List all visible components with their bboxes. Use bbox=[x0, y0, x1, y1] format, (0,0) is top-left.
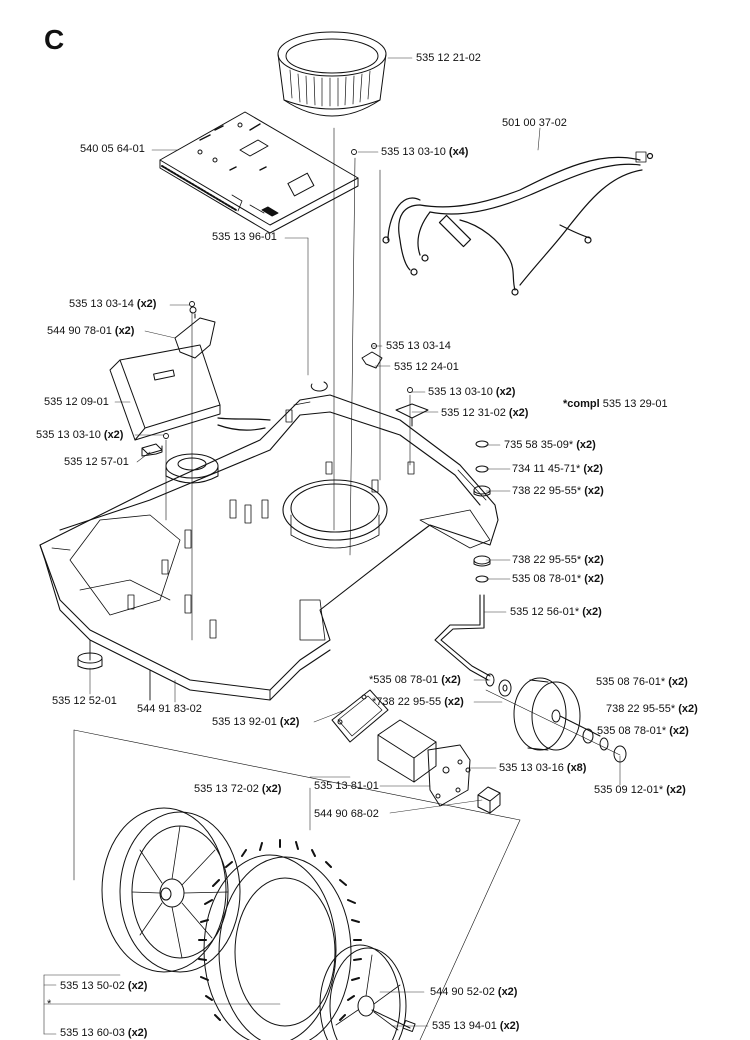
part-label: 544 90 68-02 bbox=[314, 808, 379, 820]
part-label: 535 13 03-10 (x2) bbox=[36, 429, 124, 441]
part-label: 535 13 92-01 (x2) bbox=[212, 716, 300, 728]
part-label: 535 12 31-02 (x2) bbox=[441, 407, 529, 419]
part-label: 535 08 76-01* (x2) bbox=[596, 676, 688, 688]
part-label: 544 90 78-01 (x2) bbox=[47, 325, 135, 337]
front-fork bbox=[434, 594, 491, 681]
part-label: 540 05 64-01 bbox=[80, 143, 145, 155]
drive-motor bbox=[377, 719, 471, 807]
part-label: 535 08 78-01* (x2) bbox=[512, 573, 604, 585]
small-clip bbox=[361, 351, 383, 369]
part-label: 735 58 35-09* (x2) bbox=[504, 439, 596, 451]
rear-tyre bbox=[198, 839, 362, 1040]
part-label: 535 13 03-10 (x2) bbox=[428, 386, 516, 398]
part-label: 734 11 45-71* (x2) bbox=[512, 463, 603, 475]
part-label: 535 12 09-01 bbox=[44, 396, 109, 408]
part-label: 738 22 95-55* (x2) bbox=[606, 703, 698, 715]
part-label: 535 13 03-14 (x2) bbox=[69, 298, 157, 310]
part-label: *535 08 78-01 (x2) bbox=[369, 674, 461, 686]
part-label: 535 12 24-01 bbox=[394, 361, 459, 373]
front-wheel bbox=[513, 677, 601, 751]
leader-lines bbox=[43, 57, 621, 1035]
part-label: 501 00 37-02 bbox=[502, 117, 567, 129]
part-label: 738 22 95-55* (x2) bbox=[512, 485, 604, 497]
part-label: 535 12 21-02 bbox=[416, 52, 481, 64]
part-label: 535 12 57-01 bbox=[64, 456, 129, 468]
part-label: 535 13 03-10 (x4) bbox=[381, 146, 469, 158]
o-ring bbox=[310, 381, 328, 392]
part-label: 544 91 83-02 bbox=[137, 703, 202, 715]
part-label: 535 13 94-01 (x2) bbox=[432, 1020, 520, 1032]
fork-washers bbox=[485, 673, 512, 697]
part-label: 535 12 52-01 bbox=[52, 695, 117, 707]
part-label: 535 13 60-03 (x2) bbox=[60, 1027, 148, 1039]
part-label: *compl 535 13 29-01 bbox=[563, 398, 668, 410]
wheel-washers-right bbox=[582, 728, 627, 763]
part-label: 535 13 72-02 (x2) bbox=[194, 783, 282, 795]
circuit-board bbox=[159, 111, 359, 234]
part-label: 544 90 52-02 (x2) bbox=[430, 986, 518, 998]
blade-ring bbox=[277, 31, 387, 117]
part-label: 535 13 50-02 (x2) bbox=[60, 980, 148, 992]
part-label: 535 08 78-01* (x2) bbox=[597, 725, 689, 737]
part-label: 535 13 96-01 bbox=[212, 231, 277, 243]
part-label: 535 13 81-01 bbox=[314, 780, 379, 792]
drive-hub bbox=[477, 786, 501, 814]
battery-pack bbox=[109, 344, 271, 441]
wire-harness bbox=[382, 151, 654, 296]
wheel-hubcap bbox=[319, 944, 416, 1040]
screws bbox=[163, 149, 413, 439]
part-label: *738 22 95-55 (x2) bbox=[372, 696, 464, 708]
part-label: 535 12 56-01* (x2) bbox=[510, 606, 602, 618]
sensor-block bbox=[141, 443, 163, 457]
part-label: 535 13 03-16 (x8) bbox=[499, 762, 587, 774]
part-label: * bbox=[47, 998, 52, 1010]
sensor-plate bbox=[395, 403, 429, 427]
part-label: 535 09 12-01* (x2) bbox=[594, 784, 686, 796]
motor-gasket bbox=[331, 689, 389, 743]
rubber-foot bbox=[77, 652, 103, 670]
part-label: 738 22 95-55* (x2) bbox=[512, 554, 604, 566]
part-label: 535 13 03-14 bbox=[386, 340, 451, 352]
rear-wheel-rim bbox=[101, 807, 241, 973]
chassis bbox=[39, 394, 499, 701]
battery-bracket bbox=[174, 306, 216, 359]
section-letter: C bbox=[44, 24, 65, 55]
front-wheel-washers bbox=[473, 440, 491, 583]
